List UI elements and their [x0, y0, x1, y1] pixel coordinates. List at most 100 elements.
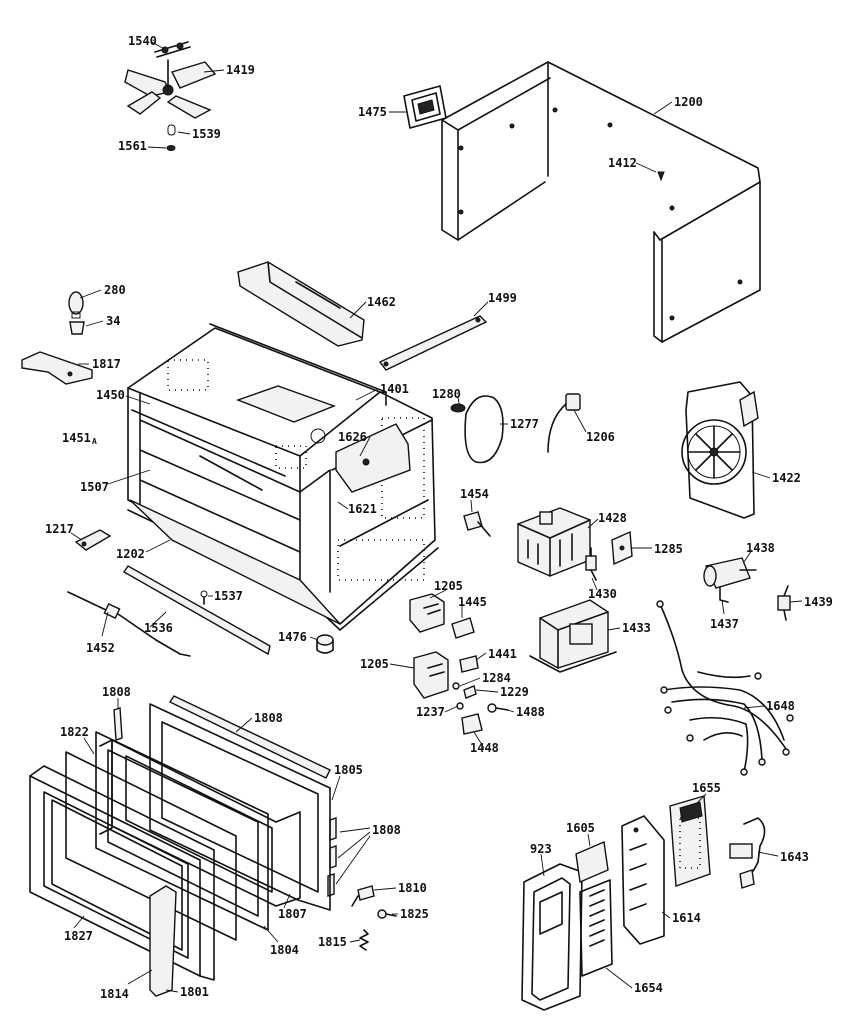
- label-1437: 1437: [710, 617, 739, 631]
- label-1217: 1217: [45, 522, 74, 536]
- label-1605: 1605: [566, 821, 595, 835]
- label-1488: 1488: [516, 705, 545, 719]
- label-1807: 1807: [278, 907, 307, 921]
- fuse-1439: [777, 585, 791, 621]
- label-1507: 1507: [80, 480, 109, 494]
- label-1804: 1804: [270, 943, 299, 957]
- label-1412: 1412: [608, 156, 637, 170]
- label-1462: 1462: [367, 295, 396, 309]
- label-1451: 1451: [62, 431, 91, 445]
- label-1561: 1561: [118, 139, 147, 153]
- part-1284: [452, 682, 460, 690]
- screw-1825: [377, 909, 397, 919]
- label-1614: 1614: [672, 911, 701, 925]
- label-1277: 1277: [510, 417, 539, 431]
- label-1205-top: 1205: [434, 579, 463, 593]
- spring-1815: [359, 929, 369, 951]
- label-1454: 1454: [460, 487, 489, 501]
- plate-1277: [450, 395, 504, 464]
- label-1428: 1428: [598, 511, 627, 525]
- label-1815: 1815: [318, 935, 347, 949]
- label-1439: 1439: [804, 595, 833, 609]
- label-1441: 1441: [488, 647, 517, 661]
- label-1438: 1438: [746, 541, 775, 555]
- label-1205-bottom: 1205: [360, 657, 389, 671]
- control-bracket-1614: [621, 815, 665, 945]
- label-1452: 1452: [86, 641, 115, 655]
- label-1605: [575, 840, 609, 884]
- label-1626: 1626: [338, 430, 367, 444]
- part-1441: [459, 655, 479, 673]
- control-board-1654: [579, 879, 613, 977]
- label-1822: 1822: [60, 725, 89, 739]
- door-frame-1805: [149, 703, 331, 911]
- part-1229: [463, 685, 477, 699]
- label-923: 923: [530, 842, 552, 856]
- outer-case-1200: [441, 61, 761, 343]
- label-1285: 1285: [654, 542, 683, 556]
- foot-1476: [316, 634, 334, 654]
- screw-1537: [200, 590, 208, 605]
- label-1536: 1536: [144, 621, 173, 635]
- label-1621: 1621: [348, 502, 377, 516]
- label-1655: 1655: [692, 781, 721, 795]
- door-handle-1814: [149, 885, 177, 997]
- connector-1643: [729, 817, 766, 889]
- label-34: 34: [106, 314, 120, 328]
- sensor-1452: [67, 591, 191, 657]
- label-1827: 1827: [64, 929, 93, 943]
- door-outer-1827: [29, 765, 215, 981]
- label-1814: 1814: [100, 987, 129, 1001]
- label-1810: 1810: [398, 881, 427, 895]
- label-1237: 1237: [416, 705, 445, 719]
- label-1540: 1540: [128, 34, 157, 48]
- label-1448: 1448: [470, 741, 499, 755]
- leader-lines: [70, 41, 803, 993]
- label-1202: 1202: [116, 547, 145, 561]
- part-1445: [451, 617, 475, 639]
- part-1217: [74, 529, 112, 551]
- door-glass-1822: [65, 751, 237, 941]
- part-1475-bracket: [403, 85, 447, 129]
- stirrer-blade-assembly: [124, 41, 217, 151]
- label-1280: 1280: [432, 387, 461, 401]
- wire-harness-1648: [656, 600, 794, 776]
- connector-1454: [463, 511, 491, 537]
- diode-1430: [585, 547, 597, 581]
- part-1285: [611, 530, 633, 566]
- capacitor-1438: [703, 557, 757, 603]
- label-1284: 1284: [482, 671, 511, 685]
- waveguide-cover-1462: [237, 261, 365, 347]
- label-1450: 1450: [96, 388, 125, 402]
- label-1476: 1476: [278, 630, 307, 644]
- magnetron-1428: [517, 507, 591, 577]
- circuit-board-1655: [669, 795, 711, 887]
- label-1805: 1805: [334, 763, 363, 777]
- label-1422: 1422: [772, 471, 801, 485]
- part-1626-bracket: [335, 423, 411, 493]
- label-1433: 1433: [622, 621, 651, 635]
- screw-1488: [487, 703, 509, 713]
- fan-motor-1422: [681, 381, 759, 519]
- label-1808-a: 1808: [102, 685, 131, 699]
- label-1643: 1643: [780, 850, 809, 864]
- label-1206: 1206: [586, 430, 615, 444]
- label-1539: 1539: [192, 127, 221, 141]
- door-seal-1808: [113, 695, 337, 897]
- label-1654: 1654: [634, 981, 663, 995]
- label-1817: 1817: [92, 357, 121, 371]
- label-1229: 1229: [500, 685, 529, 699]
- label-1808-b: 1808: [254, 711, 283, 725]
- label-1801: 1801: [180, 985, 209, 999]
- lamp-280: [68, 291, 85, 335]
- label-1430: 1430: [588, 587, 617, 601]
- label-1445: 1445: [458, 595, 487, 609]
- bracket-1817: [21, 351, 93, 385]
- label-1200: 1200: [674, 95, 703, 109]
- switch-1205-top: [409, 593, 445, 633]
- bar-1499: [378, 315, 488, 371]
- control-panel-frame-923: [521, 863, 583, 1011]
- label-1475: 1475: [358, 105, 387, 119]
- label-1648: 1648: [766, 699, 795, 713]
